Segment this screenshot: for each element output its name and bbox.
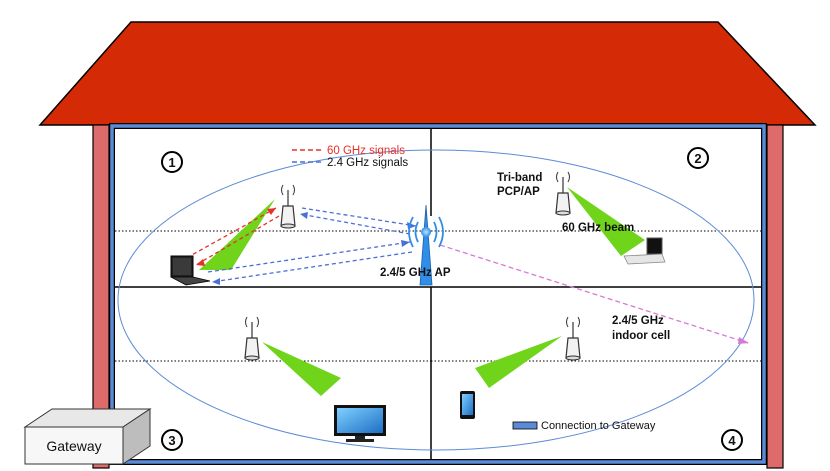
indoor-cell-link (439, 244, 749, 344)
room-number-2: 2 (687, 147, 709, 169)
central-ap-label: 2.4/5 GHz AP (380, 267, 451, 279)
svg-text:4: 4 (728, 433, 736, 448)
signal-24ghz-arrows (207, 207, 417, 283)
room-number-4: 4 (721, 429, 743, 451)
tv-icon-room3 (334, 405, 386, 442)
triband-label-line2: PCP/AP (497, 186, 540, 198)
beam-label: 60 GHz beam (562, 222, 634, 234)
legend-connection: Connection to Gateway (512, 420, 656, 432)
legend-60ghz: 60 GHz signals (292, 145, 405, 157)
svg-text:Connection to Gateway: Connection to Gateway (541, 420, 656, 432)
right-pillar (766, 124, 784, 469)
beam-room4 (475, 336, 562, 388)
phone-icon-room4 (460, 391, 475, 419)
router-icon-room1 (280, 184, 296, 229)
laptop-icon-room2 (623, 237, 666, 265)
router-icon-room2 (555, 171, 571, 216)
triband-label-line1: Tri-band (497, 172, 542, 184)
router-icon-room4 (565, 316, 581, 361)
svg-text:1: 1 (168, 155, 175, 170)
svg-text:2: 2 (694, 151, 701, 166)
svg-text:60 GHz signals: 60 GHz signals (327, 145, 405, 157)
svg-text:3: 3 (168, 433, 175, 448)
legend-24ghz: 2.4 GHz signals (292, 157, 408, 169)
room-number-3: 3 (161, 429, 183, 451)
beam-room2 (567, 187, 645, 256)
laptop-icon-room1 (170, 255, 211, 286)
indoor-cell-ellipse (117, 149, 755, 451)
beam-room3 (262, 342, 341, 396)
room-number-1: 1 (161, 151, 183, 173)
indoor-cell-label-line2: indoor cell (612, 330, 670, 342)
roof (38, 21, 817, 126)
gateway-label: Gateway (46, 438, 101, 454)
indoor-cell-label-line1: 2.4/5 GHz (612, 315, 664, 327)
svg-text:2.4 GHz signals: 2.4 GHz signals (327, 157, 408, 169)
central-ap-icon (408, 204, 444, 286)
gateway-box: Gateway (23, 408, 152, 465)
signal-60ghz-arrows (189, 207, 280, 266)
router-icon-room3 (244, 316, 260, 361)
gateway-connection-frame (109, 123, 767, 465)
beam-room1 (199, 199, 275, 270)
